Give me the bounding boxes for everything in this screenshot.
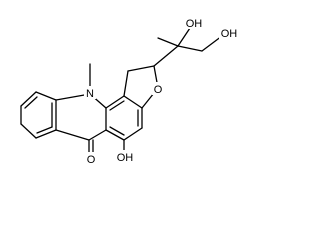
bond [177,45,203,52]
primary-hydroxyl-label: OH [221,28,238,40]
label-mask [84,86,96,99]
bond [55,129,90,141]
bond [123,127,143,141]
label-mask [184,16,204,29]
bond-double-inner [109,126,125,136]
bond [153,45,179,67]
tertiary-hydroxyl-label: OH [186,18,203,30]
bond [35,91,57,101]
bond-double-inner [109,100,125,111]
label-mask [152,82,164,95]
bond-methyl [157,37,179,47]
furan-oxygen-label: O [154,84,163,96]
bond-double-inner [24,96,38,109]
bond [105,129,125,141]
bond-hydroxyl [177,27,191,47]
phenol-hydroxyl-label: OH [117,152,134,164]
bond [105,95,125,109]
bond [20,123,37,139]
bond [123,95,143,109]
bond [88,129,107,141]
bond [20,91,37,107]
bond-lines [20,27,223,159]
bond-hydroxyl [201,35,223,52]
molecule-structure: N O O OH OH OH [20,16,239,166]
nitrogen-label: N [86,88,94,100]
bond [127,65,155,72]
bond [35,129,57,139]
label-mask [85,152,97,165]
label-mask [219,26,239,39]
atom-labels: N O O OH OH OH [84,16,239,166]
label-mask [115,150,135,163]
bond-double-inner [36,126,53,134]
bond [123,70,129,97]
carbonyl-oxygen-label: O [87,154,96,166]
